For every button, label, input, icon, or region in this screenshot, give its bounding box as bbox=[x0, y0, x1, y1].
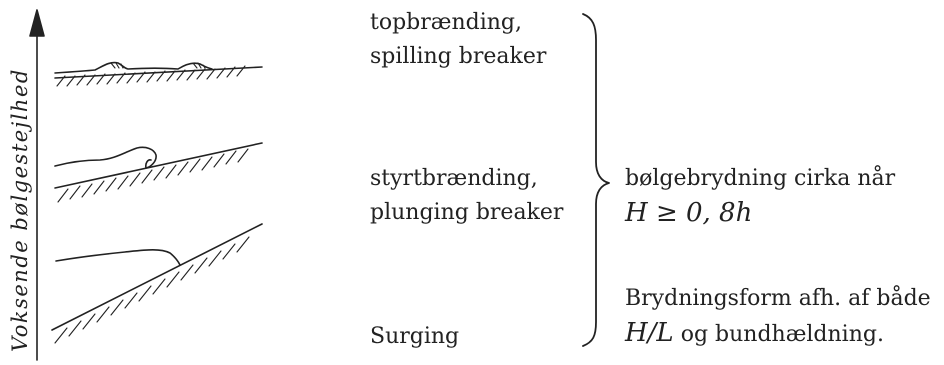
breaking-criterion-formula: H ≥ 0, 8h bbox=[625, 198, 753, 228]
axis-label: Voksende bølgestejlhed bbox=[8, 68, 32, 352]
surging-label: Surging bbox=[370, 320, 459, 354]
breaking-form-text: Brydningsform afh. af både bbox=[625, 286, 931, 311]
breaking-form-formula: H/L bbox=[625, 318, 674, 348]
plunging-breaker-sketch bbox=[54, 142, 263, 203]
plunging-label: styrtbrænding, plunging breaker bbox=[370, 162, 563, 230]
steepness-axis-arrow bbox=[29, 9, 45, 361]
spilling-breaker-sketch bbox=[54, 61, 263, 87]
breaking-form-note: Brydningsform afh. af både H/L og bundhæ… bbox=[625, 282, 931, 352]
breaking-form-suffix: og bundhældning. bbox=[673, 322, 884, 347]
surging-sketch bbox=[51, 223, 263, 344]
plunging-label-en: plunging breaker bbox=[370, 200, 564, 225]
surging-label-en: Surging bbox=[370, 324, 460, 349]
spilling-label-da: topbrænding, bbox=[370, 10, 522, 35]
breaking-criterion: bølgebrydning cirka når H ≥ 0, 8h bbox=[625, 162, 895, 230]
breaking-criterion-text: bølgebrydning cirka når bbox=[625, 166, 896, 191]
plunging-label-da: styrtbrænding, bbox=[370, 166, 538, 191]
curly-brace bbox=[582, 13, 610, 347]
spilling-label-en: spilling breaker bbox=[370, 44, 547, 69]
spilling-label: topbrænding, spilling breaker bbox=[370, 6, 546, 74]
